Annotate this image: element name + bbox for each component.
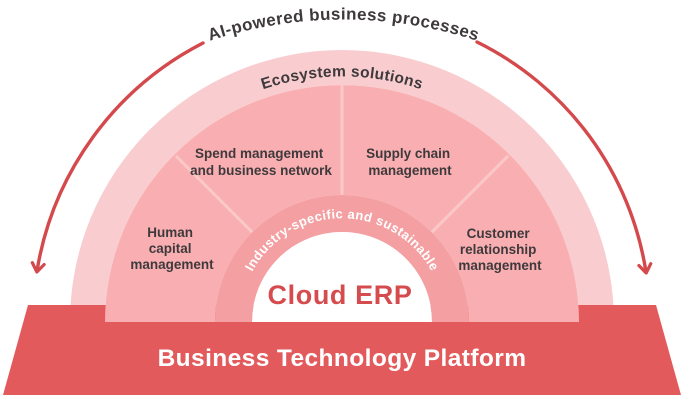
segment-label-line: management xyxy=(130,257,214,272)
left-curved-arrow-icon xyxy=(30,41,205,274)
segment-label-line: Customer xyxy=(467,226,531,241)
segment-label-line: capital xyxy=(149,241,192,256)
ecosystem-ring xyxy=(70,50,614,322)
segment-divider-line xyxy=(430,154,510,234)
segment-divider-line xyxy=(174,154,254,234)
diagram-title-label: AI-powered business processes xyxy=(205,5,481,45)
segment-label-line: relationship xyxy=(460,242,537,257)
segments-ring xyxy=(105,85,579,322)
segment-label-supply-chain-management: Supply chain management xyxy=(366,146,454,178)
core-label: Cloud ERP xyxy=(268,280,413,310)
platform-bar-label: Business Technology Platform xyxy=(158,345,527,372)
segment-label-line: Supply chain xyxy=(366,146,450,161)
segment-label-line: management xyxy=(368,163,452,178)
segment-label-line: and business network xyxy=(190,163,332,178)
diagram-title: AI-powered business processes xyxy=(205,5,481,45)
industry-ring xyxy=(215,195,469,322)
segment-dividers xyxy=(174,85,510,234)
segment-label-line: Spend management xyxy=(195,146,324,161)
platform-bar xyxy=(3,305,681,395)
segment-label-customer-relationship-management: Customer relationship management xyxy=(458,226,542,273)
core-semicircle xyxy=(252,232,432,322)
segment-label-human-capital-management: Human capital management xyxy=(130,225,214,272)
right-curved-arrow-icon xyxy=(475,40,653,275)
segment-label-line: management xyxy=(458,258,542,273)
segment-label-spend-management: Spend management and business network xyxy=(190,146,332,178)
segment-label-line: Human xyxy=(147,225,193,240)
